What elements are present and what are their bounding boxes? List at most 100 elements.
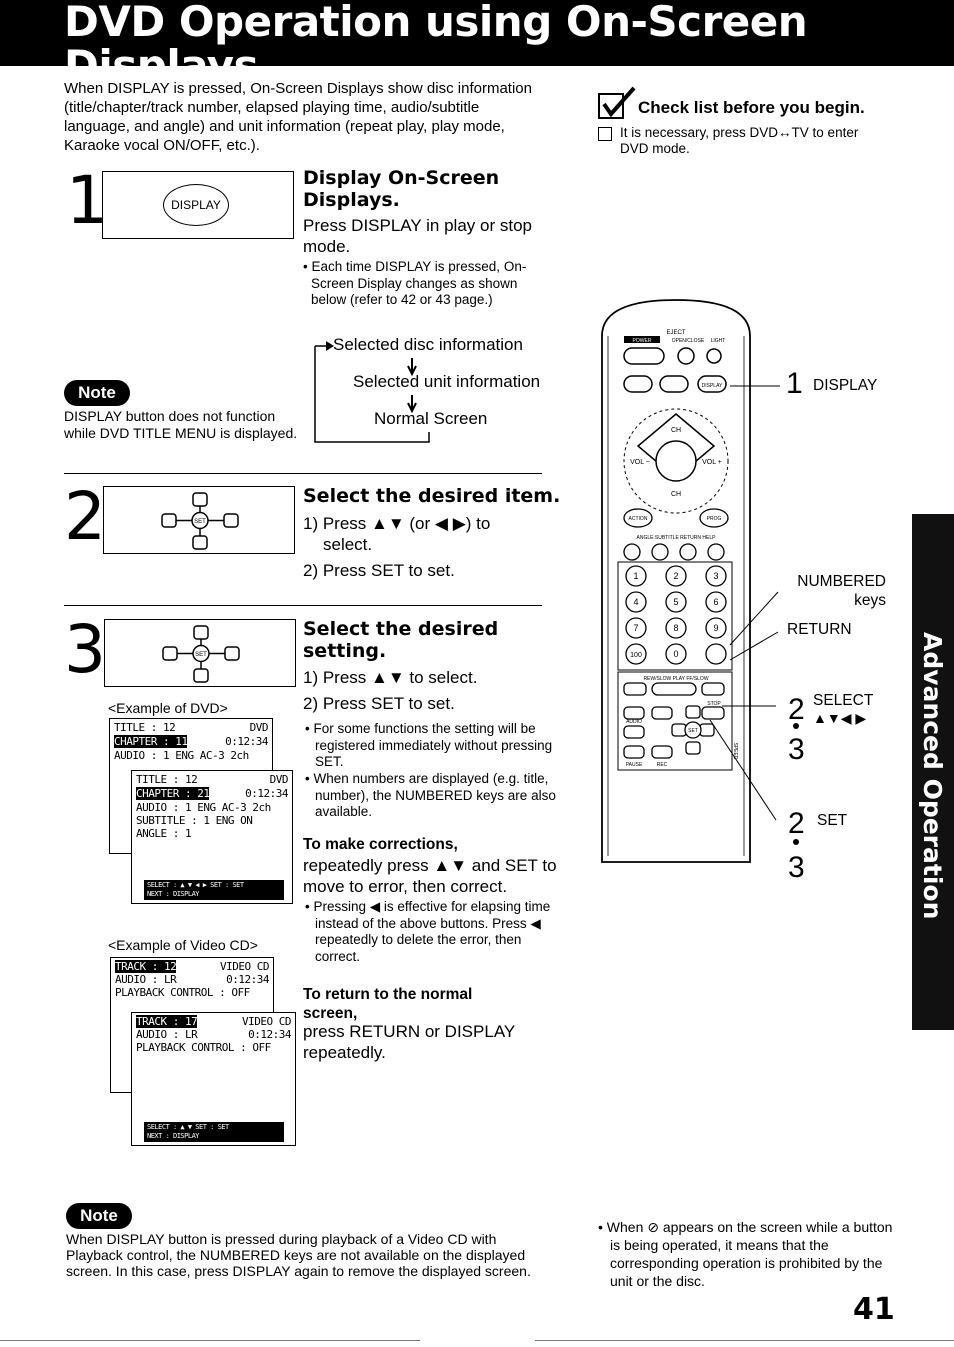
set-label: SET <box>194 519 206 525</box>
checklist-item: It is necessary, press DVD↔TV to enter D… <box>620 125 859 156</box>
step3-bullet-2: • When numbers are displayed (e.g. title… <box>305 771 556 819</box>
callout-numbered: NUMBERED keys <box>797 573 886 609</box>
step2-line2: 2) Press SET to set. <box>303 561 455 580</box>
divider <box>64 605 542 606</box>
osd-audio: AUDIO : 1 ENG AC-3 2ch <box>136 801 271 814</box>
step2-line1b: select. <box>323 535 373 554</box>
osd-chapter: CHAPTER : 11 <box>114 735 188 748</box>
callout-return: RETURN <box>787 621 852 638</box>
note-badge: Note <box>64 380 130 406</box>
step1-illustration: DISPLAY <box>102 171 294 239</box>
osd-track: TRACK : 17 <box>136 1015 198 1028</box>
step3-heading: Select the desired setting. <box>303 618 499 662</box>
osd-title: TITLE : 12 <box>136 773 198 786</box>
checkmark-icon <box>598 86 636 119</box>
svg-text:100: 100 <box>630 652 642 659</box>
osd-footer: SELECT : ▲ ▼ ◀ ▶ SET : SET NEXT : DISPLA… <box>144 880 284 900</box>
svg-text:0: 0 <box>673 649 678 659</box>
svg-text:PROG: PROG <box>707 516 722 522</box>
svg-text:PAUSE: PAUSE <box>626 762 643 768</box>
checkbox-icon <box>598 127 612 141</box>
step2-illustration: SET <box>103 486 295 554</box>
section-tab-label: Advanced Operation <box>918 632 947 920</box>
bullet-dot <box>793 839 799 845</box>
svg-text:VOL −: VOL − <box>630 459 650 466</box>
osd-audio: AUDIO : 1 ENG AC-3 2ch <box>114 749 249 762</box>
section-tab: Advanced Operation <box>912 514 954 1030</box>
svg-text:EJECT: EJECT <box>666 330 685 336</box>
note2-text: When DISPLAY button is pressed during pl… <box>66 1231 531 1279</box>
osd-footer: SELECT : ▲ ▼ SET : SET NEXT : DISPLAY <box>144 1122 284 1142</box>
callout-select-number: 2 <box>788 693 805 726</box>
osd-audio: AUDIO : LR <box>136 1028 198 1041</box>
dpad-set-icon: SET <box>161 492 239 550</box>
svg-text:REC: REC <box>657 762 668 768</box>
osd-vcd-front: TRACK : 17 VIDEO CD AUDIO : LR 0:12:34 PLA… <box>131 1012 296 1146</box>
svg-text:SPEED: SPEED <box>732 743 738 760</box>
page-number: 41 <box>853 1292 895 1327</box>
remote-control-illustration: EJECT POWER OPEN/CLOSE LIGHT DISPLAY CH … <box>601 299 751 863</box>
svg-text:4: 4 <box>633 597 638 607</box>
svg-text:SET: SET <box>688 728 698 734</box>
osd-disc-type: VIDEO CD <box>242 1015 291 1028</box>
osd-pbc: PLAYBACK CONTROL : OFF <box>115 986 250 999</box>
osd-subtitle: SUBTITLE : 1 ENG ON <box>136 814 253 827</box>
callout-set-number: 2 <box>788 807 805 840</box>
step-number-1: 1 <box>66 162 108 239</box>
svg-text:9: 9 <box>713 623 718 633</box>
svg-text:VOL +: VOL + <box>702 459 722 466</box>
step3-illustration: SET <box>104 619 296 687</box>
step3-bullet-1: • For some functions the setting will be… <box>305 721 553 769</box>
svg-text:ANGLE SUBTITLE RETURN HELP: ANGLE SUBTITLE RETURN HELP <box>637 535 717 541</box>
svg-text:REW/SLOW PLAY FF/SLOW: REW/SLOW PLAY FF/SLOW <box>643 676 708 682</box>
callout-set: SET <box>817 812 848 829</box>
osd-audio: AUDIO : LR <box>115 973 177 986</box>
step2-heading: Select the desired item. <box>303 485 561 507</box>
osd-chapter: CHAPTER : 21 <box>136 787 210 800</box>
callout-select-number-3: 3 <box>788 733 805 766</box>
page-title: DVD Operation using On-Screen Displays <box>64 0 808 90</box>
step-number-2: 2 <box>64 478 106 555</box>
bottom-rule <box>535 1340 954 1341</box>
cycle-item-normal: Normal Screen <box>374 409 488 428</box>
step1-heading: Display On-Screen Displays. <box>303 167 500 211</box>
display-button-graphic: DISPLAY <box>163 184 229 226</box>
svg-text:CH: CH <box>671 491 681 498</box>
osd-time: 0:12:34 <box>248 1028 291 1041</box>
callout-display: DISPLAY <box>813 377 878 394</box>
callout-select-arrows: ▲▼◀ ▶ <box>813 710 867 726</box>
svg-text:1: 1 <box>633 571 638 581</box>
svg-text:AUDIO: AUDIO <box>626 719 642 725</box>
svg-text:6: 6 <box>713 597 718 607</box>
svg-text:DISPLAY: DISPLAY <box>702 383 723 389</box>
step3-line1: 1) Press ▲▼ to select. <box>303 668 478 687</box>
bullet-dot <box>793 723 799 729</box>
cycle-item-disc: Selected disc information <box>333 335 523 354</box>
note1-text: DISPLAY button does not function while D… <box>64 408 298 441</box>
osd-track: TRACK : 12 <box>115 960 177 973</box>
svg-text:8: 8 <box>673 623 678 633</box>
bottom-rule <box>0 1340 420 1341</box>
svg-text:7: 7 <box>633 623 638 633</box>
cycle-arrow-diagram <box>314 341 430 443</box>
osd-time: 0:12:34 <box>225 735 268 748</box>
note-badge: Note <box>66 1203 132 1229</box>
intro-text: When DISPLAY is pressed, On-Screen Displ… <box>64 80 532 154</box>
page-header: DVD Operation using On-Screen Displays <box>0 0 954 88</box>
callout-display-number: 1 <box>786 367 803 400</box>
callout-set-number-3: 3 <box>788 851 805 884</box>
osd-title: TITLE : 12 <box>114 721 176 734</box>
osd-disc-type: DVD <box>249 721 269 734</box>
svg-text:3: 3 <box>713 571 718 581</box>
callout-select: SELECT <box>813 692 874 709</box>
step3-line2: 2) Press SET to set. <box>303 694 455 713</box>
osd-angle: ANGLE : 1 <box>136 827 192 840</box>
svg-text:LIGHT: LIGHT <box>711 338 726 344</box>
prohibited-note: • When ⊘ appears on the screen while a b… <box>598 1219 893 1289</box>
divider <box>64 473 542 474</box>
osd-pbc: PLAYBACK CONTROL : OFF <box>136 1041 271 1054</box>
svg-text:POWER: POWER <box>633 338 652 344</box>
svg-text:2: 2 <box>673 571 678 581</box>
callout-lines <box>709 385 780 821</box>
